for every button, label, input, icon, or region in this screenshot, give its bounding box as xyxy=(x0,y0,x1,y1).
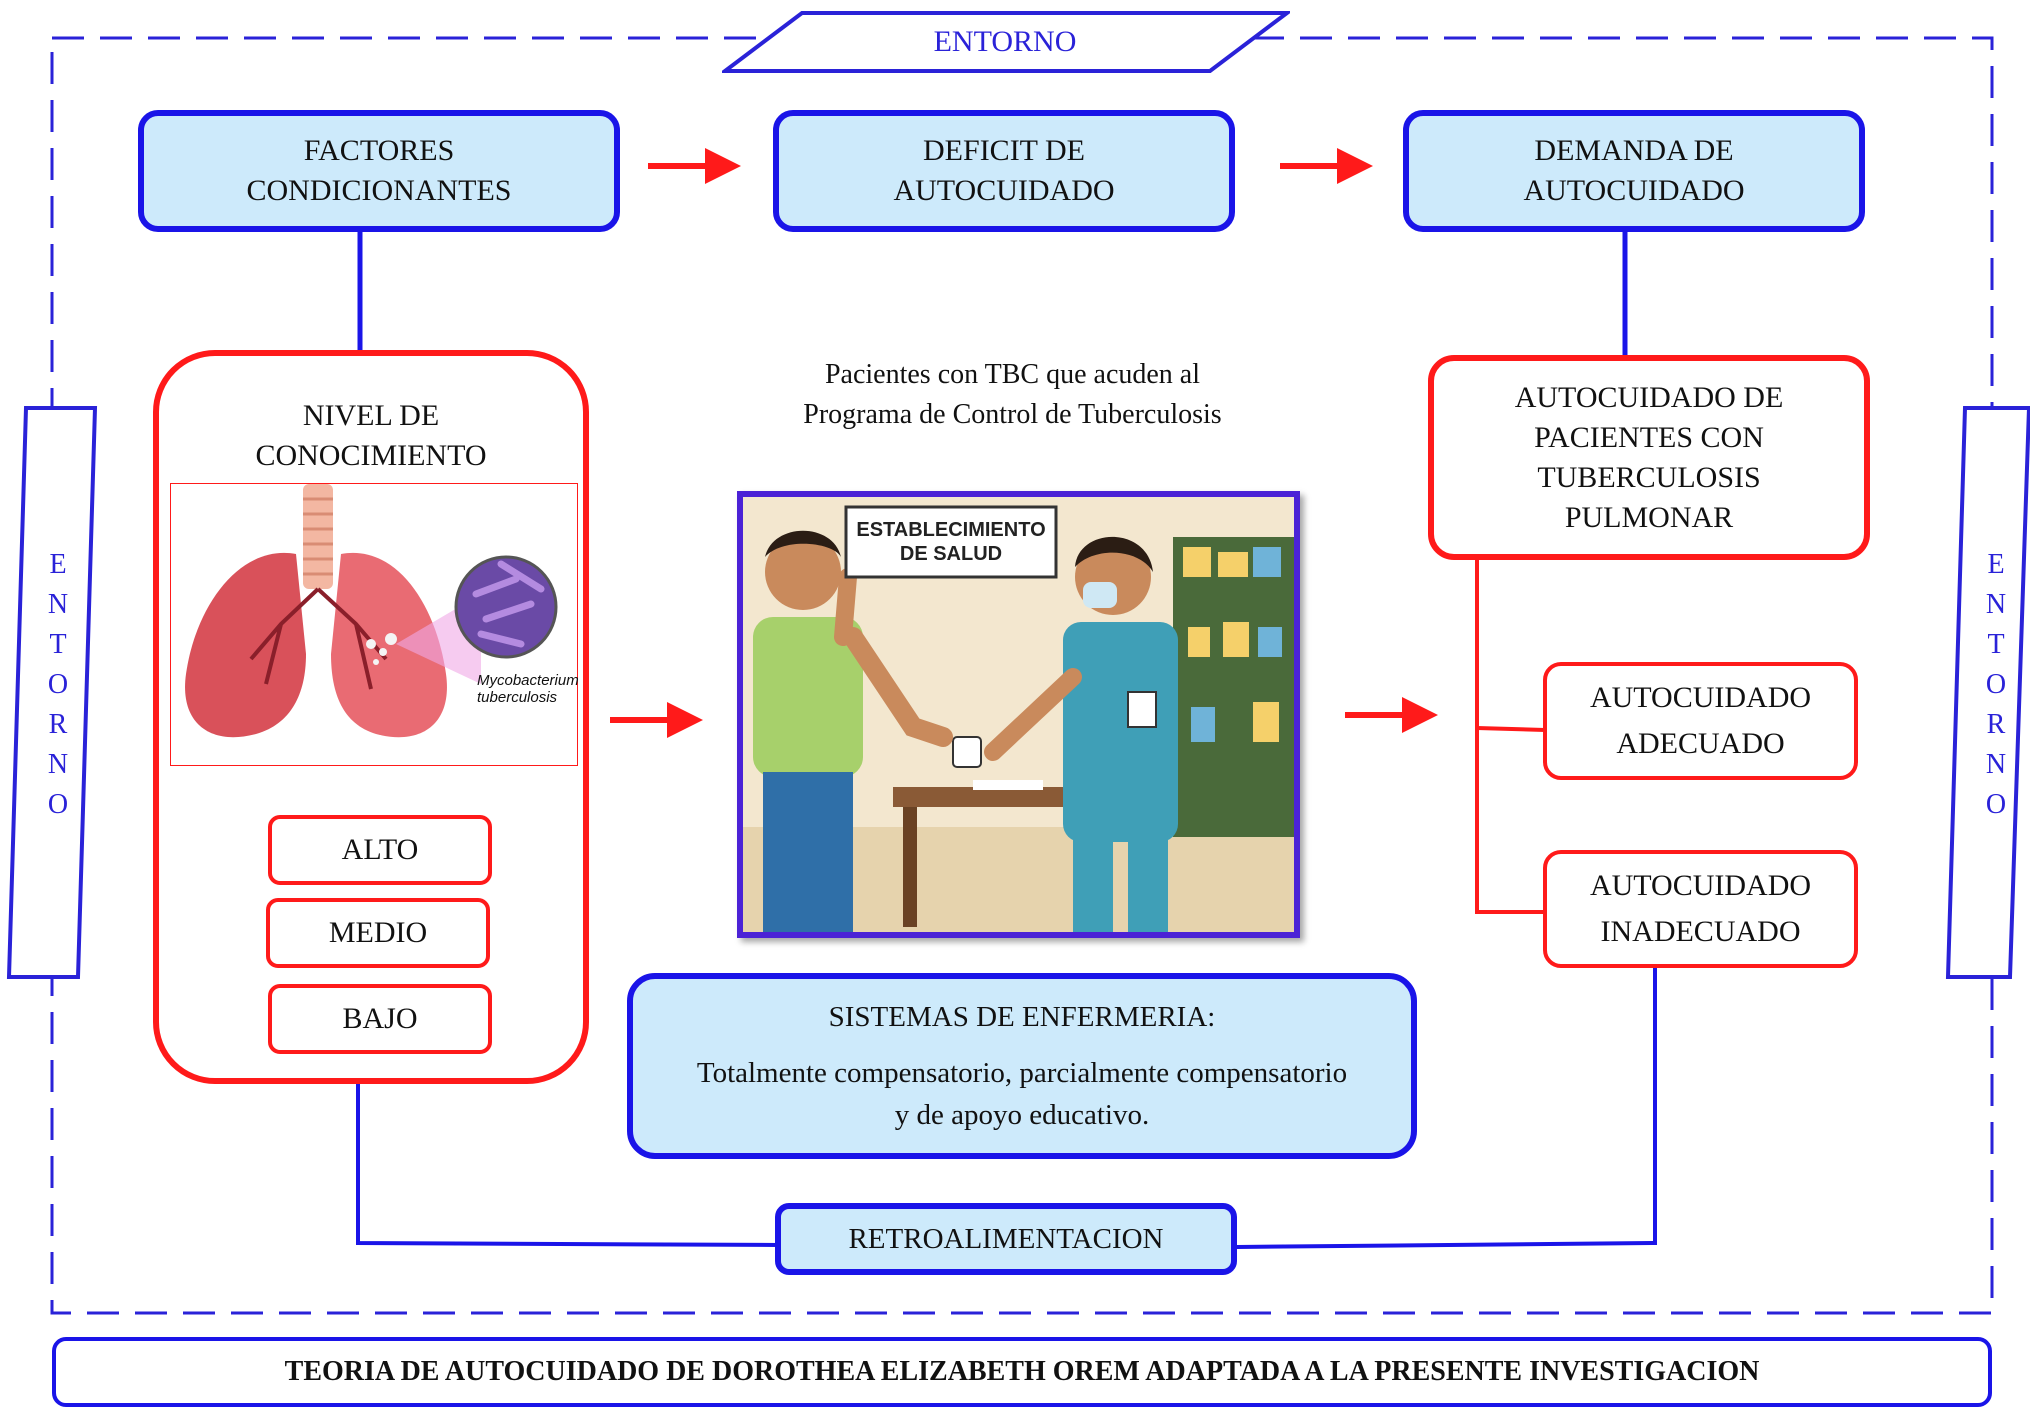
entorno-left-text: ENTORNO xyxy=(47,549,69,820)
demanda-autocuidado-box: DEMANDA DE AUTOCUIDADO xyxy=(1403,110,1865,232)
factores-condicionantes-box: FACTORES CONDICIONANTES xyxy=(138,110,620,232)
entorno-left-label: ENTORNO xyxy=(28,540,88,830)
patients-caption: Pacientes con TBC que acuden al Programa… xyxy=(803,359,1222,430)
lungs-illustration: Mycobacterium tuberculosis xyxy=(170,483,579,766)
entorno-right-shape xyxy=(1945,406,2030,979)
nivel-conocimiento-title: NIVEL DE CONOCIMIENTO xyxy=(255,399,487,472)
connector-outcome-adequate xyxy=(1476,726,1546,732)
autocuidado-adecuado-box: AUTOCUIDADO ADECUADO xyxy=(1543,662,1858,780)
sistemas-enfermeria-body: Totalmente compensatorio, parcialmente c… xyxy=(696,1057,1348,1131)
entorno-top-label: ENTORNO xyxy=(933,25,1077,58)
level-medio-box: MEDIO xyxy=(266,898,490,968)
connector-outcome-feedback xyxy=(1236,968,1657,1249)
sistemas-enfermeria-box: SISTEMAS DE ENFERMERIA: Totalmente compe… xyxy=(627,973,1417,1159)
entorno-left-shape xyxy=(6,406,98,979)
footer-title: TEORIA DE AUTOCUIDADO DE DOROTHEA ELIZAB… xyxy=(52,1337,1992,1407)
mycobacterium-caption: Mycobacterium tuberculosis xyxy=(477,672,579,706)
entorno-right-label: ENTORNO xyxy=(1968,540,2024,830)
entorno-right-text: ENTORNO xyxy=(1985,549,2007,820)
clinic-sign-text: ESTABLECIMIENTO DE SALUD xyxy=(856,519,1046,565)
level-bajo-box: BAJO xyxy=(268,984,492,1054)
deficit-autocuidado-box: DEFICIT DE AUTOCUIDADO xyxy=(773,110,1235,232)
level-alto-box: ALTO xyxy=(268,815,492,885)
entorno-top-shape xyxy=(722,11,1290,73)
autocuidado-inadecuado-box: AUTOCUIDADO INADECUADO xyxy=(1543,850,1858,968)
sistemas-enfermeria-title: SISTEMAS DE ENFERMERIA: xyxy=(828,1000,1216,1033)
lungs-icon xyxy=(185,484,558,738)
retroalimentacion-box: RETROALIMENTACION xyxy=(775,1203,1237,1275)
clinic-scene-icon xyxy=(743,497,1294,932)
autocuidado-tuberculosis-box: AUTOCUIDADO DE PACIENTES CON TUBERCULOSI… xyxy=(1428,355,1870,560)
connector-outcome-bracket xyxy=(1475,558,1545,914)
clinic-illustration: ESTABLECIMIENTO DE SALUD xyxy=(737,491,1300,938)
connector-nivel-feedback xyxy=(356,1082,781,1247)
